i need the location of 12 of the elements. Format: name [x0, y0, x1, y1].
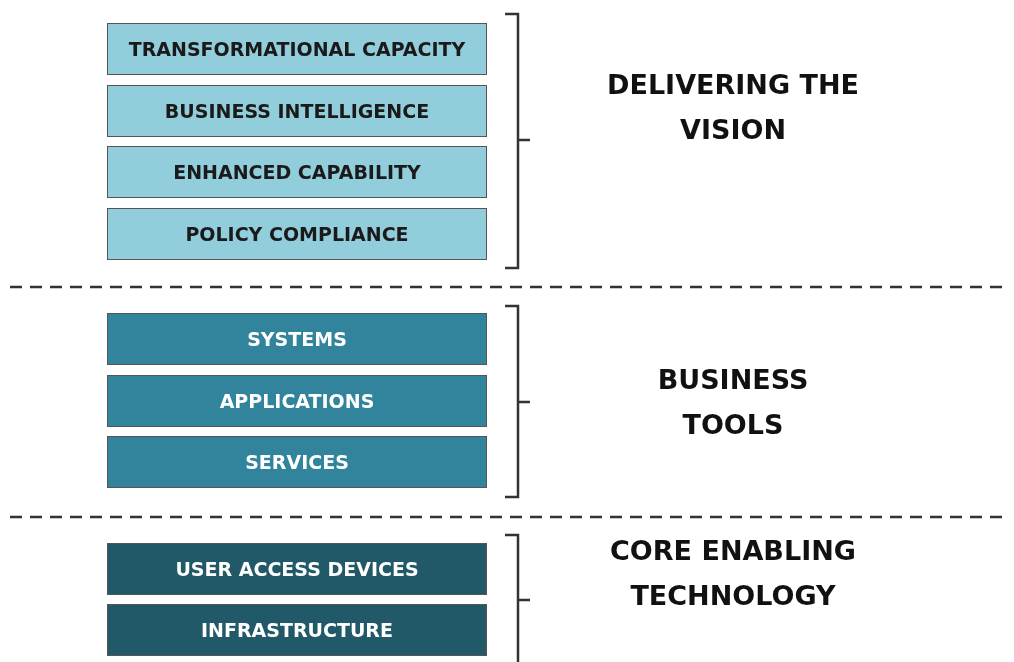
section-heading: DELIVERING THE VISION	[606, 68, 860, 147]
layer-box: APPLICATIONS	[107, 375, 487, 427]
layer-box: SYSTEMS	[107, 313, 487, 365]
layer-box: INFRASTRUCTURE	[107, 604, 487, 656]
section-heading: CORE ENABLING TECHNOLOGY	[609, 534, 857, 613]
layer-box: TRANSFORMATIONAL CAPACITY	[107, 23, 487, 75]
layer-box: ENHANCED CAPABILITY	[107, 146, 487, 198]
layer-box: POLICY COMPLIANCE	[107, 208, 487, 260]
section-heading: BUSINESS TOOLS	[656, 363, 810, 442]
layer-box: SERVICES	[107, 436, 487, 488]
layer-box: USER ACCESS DEVICES	[107, 543, 487, 595]
layer-box: BUSINESS INTELLIGENCE	[107, 85, 487, 137]
